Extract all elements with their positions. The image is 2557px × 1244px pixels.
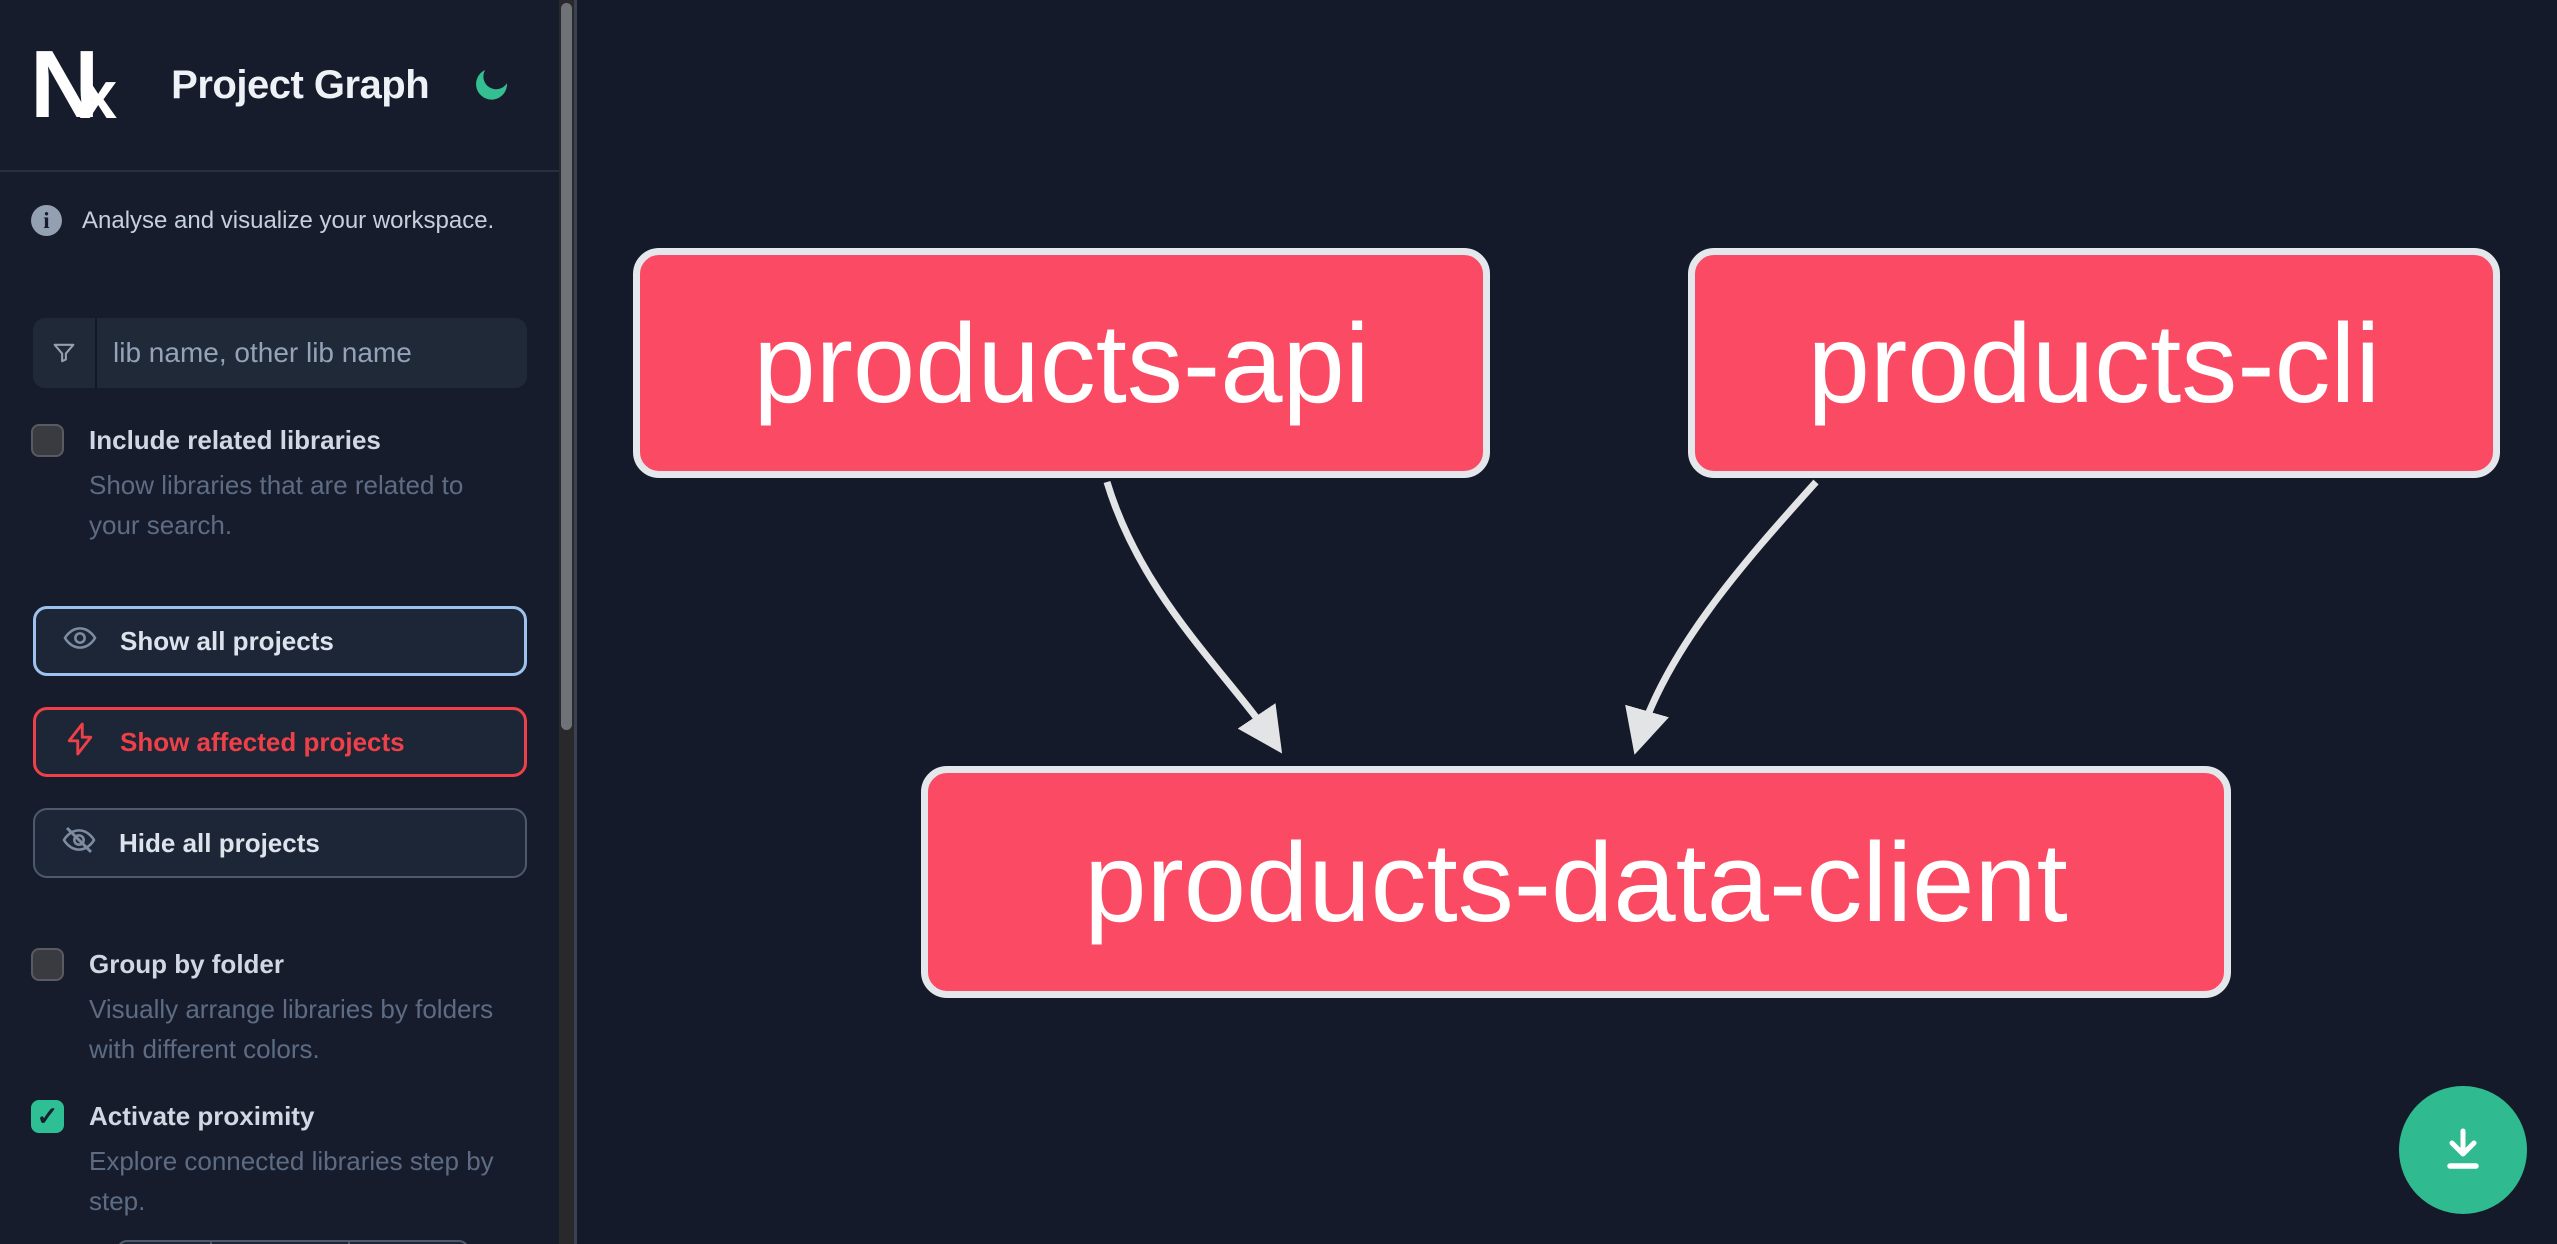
nx-logo-n: N <box>30 30 100 138</box>
button-label: Show affected projects <box>120 726 405 757</box>
nx-logo: N x <box>30 30 118 138</box>
stepper-divider <box>348 1242 350 1244</box>
edge-products-cli-to-products-data-client <box>1625 479 1819 755</box>
graph-canvas[interactable]: products-api products-cli products-data-… <box>577 0 2557 1244</box>
eye-off-icon <box>61 822 97 865</box>
include-related-checkbox[interactable] <box>31 424 64 457</box>
download-icon <box>2436 1122 2490 1179</box>
button-label: Show all projects <box>120 625 334 656</box>
graph-edges <box>1103 479 1819 755</box>
search-box <box>33 318 527 388</box>
stepper-divider <box>210 1242 212 1244</box>
sidebar-header: N x Project Graph <box>0 0 559 172</box>
moon-icon <box>471 69 511 108</box>
eye-icon <box>62 620 98 663</box>
proximity-stepper[interactable] <box>117 1240 469 1244</box>
edge-products-api-to-products-data-client <box>1103 480 1283 754</box>
hide-all-projects-button[interactable]: Hide all projects <box>33 808 527 878</box>
node-products-cli[interactable]: products-cli <box>1688 248 2500 478</box>
scrollbar-thumb[interactable] <box>561 3 572 730</box>
option-description: Show libraries that are related to your … <box>89 470 464 540</box>
button-label: Hide all projects <box>119 827 320 858</box>
group-by-folder-checkbox[interactable] <box>31 948 64 981</box>
node-products-api[interactable]: products-api <box>633 248 1490 478</box>
option-description: Visually arrange libraries by folders wi… <box>89 994 494 1064</box>
option-include-related: Include related libraries Show libraries… <box>31 424 517 545</box>
option-description: Explore connected libraries step by step… <box>89 1146 494 1216</box>
info-icon: i <box>31 205 62 236</box>
activate-proximity-checkbox[interactable]: ✓ <box>31 1100 64 1133</box>
tagline-row: i Analyse and visualize your workspace. <box>31 205 494 236</box>
option-activate-proximity: ✓ Activate proximity Explore connected l… <box>31 1100 517 1221</box>
option-group-by-folder: Group by folder Visually arrange librari… <box>31 948 517 1069</box>
bolt-icon <box>62 721 98 764</box>
sidebar: N x Project Graph i Analyse and visualiz… <box>0 0 559 1244</box>
download-graph-button[interactable] <box>2399 1086 2527 1214</box>
tagline-text: Analyse and visualize your workspace. <box>82 206 495 234</box>
option-label: Activate proximity <box>89 1101 315 1131</box>
option-label: Group by folder <box>89 949 284 979</box>
theme-toggle[interactable] <box>471 65 511 105</box>
filter-funnel-icon <box>33 318 97 388</box>
sidebar-scrollbar <box>559 0 577 1244</box>
show-affected-projects-button[interactable]: Show affected projects <box>33 707 527 777</box>
search-input[interactable] <box>97 318 527 388</box>
page-title: Project Graph <box>171 62 430 107</box>
node-products-data-client[interactable]: products-data-client <box>921 766 2231 998</box>
nx-logo-x: x <box>79 57 118 134</box>
option-label: Include related libraries <box>89 425 381 455</box>
show-all-projects-button[interactable]: Show all projects <box>33 606 527 676</box>
